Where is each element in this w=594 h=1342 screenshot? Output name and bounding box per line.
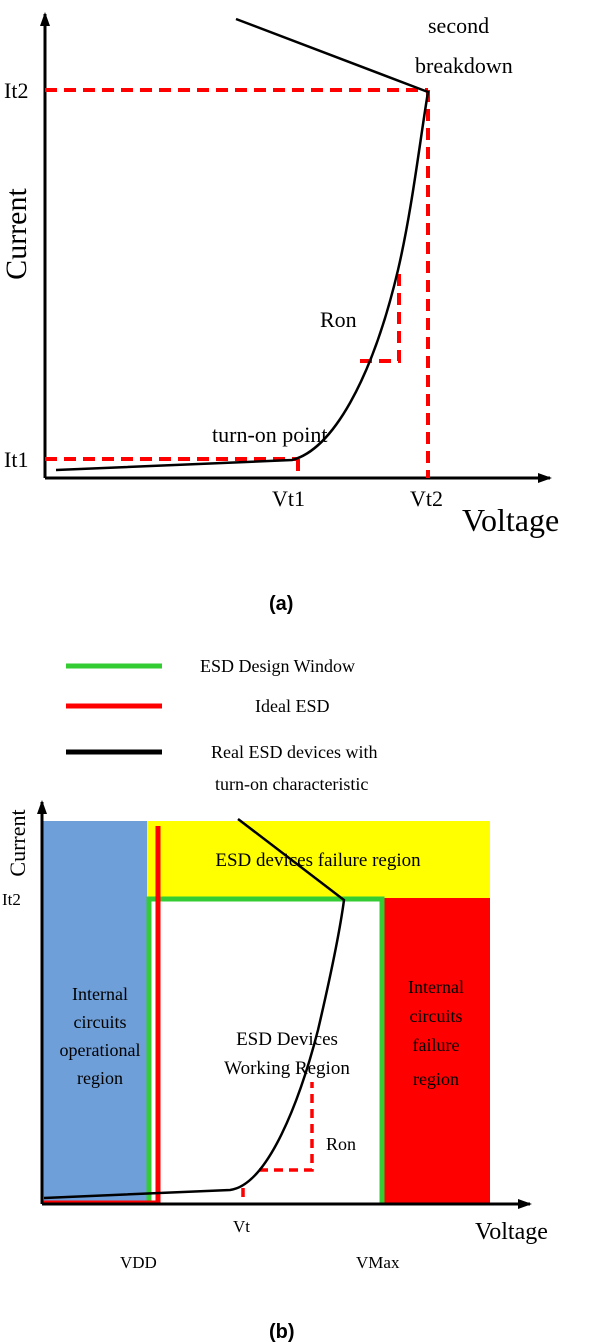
b-design-window: [146, 896, 385, 1204]
a-caption: (a): [269, 593, 293, 615]
b-working-region-label: ESD Devices Working Region: [224, 1029, 350, 1079]
b-guide-lines: [241, 1082, 314, 1204]
working-line-2: Working Region: [224, 1058, 350, 1079]
b-operational-region: [42, 821, 147, 1204]
a-breakdown-label-2: breakdown: [415, 53, 513, 78]
legend-label-real-esd: Real ESD devices with: [211, 742, 377, 762]
b-real-esd-curve: [43, 818, 346, 1200]
a-x-axis-label: Voltage: [462, 502, 559, 538]
operational-line-3: operational: [60, 1040, 141, 1060]
a-turnon-label: turn-on point: [212, 422, 328, 447]
a-guide-lines: [45, 88, 430, 478]
operational-line-4: region: [77, 1068, 123, 1088]
legend-label-design-window: ESD Design Window: [200, 656, 355, 676]
legend-label-ideal-esd: Ideal ESD: [255, 696, 329, 716]
b-vmax-label: VMax: [356, 1253, 400, 1272]
b-legend: ESD Design Window Ideal ESD Real ESD dev…: [66, 656, 377, 794]
b-vdd-label: VDD: [120, 1253, 157, 1272]
b-ron-label: Ron: [326, 1134, 356, 1154]
b-device-failure-label: ESD devices failure region: [215, 850, 421, 871]
operational-line-1: Internal: [72, 984, 128, 1004]
b-operational-label: Internal circuits operational region: [60, 984, 141, 1088]
operational-line-2: circuits: [74, 1012, 127, 1032]
a-vt1-label: Vt1: [272, 486, 305, 511]
b-y-axis-label: Current: [5, 809, 30, 876]
circuit-failure-line-1: Internal: [408, 977, 464, 997]
circuit-failure-line-2: circuits: [410, 1006, 463, 1026]
working-line-1: ESD Devices: [236, 1029, 338, 1050]
b-x-axis-label: Voltage: [475, 1219, 548, 1245]
legend-label-real-esd-2: turn-on characteristic: [215, 774, 368, 794]
a-breakdown-label: second: [428, 13, 489, 38]
a-iv-curve: [55, 17, 430, 472]
b-vt-label: Vt: [233, 1217, 250, 1236]
circuit-failure-line-4: region: [413, 1069, 459, 1089]
a-ron-label: Ron: [320, 307, 357, 332]
panel-a: Current Voltage It2 It1 Vt1 Vt2 second b…: [0, 12, 559, 615]
b-device-failure-region: [147, 821, 490, 898]
a-it1-label: It1: [4, 447, 28, 472]
b-circuit-failure-label: Internal circuits failure region: [408, 977, 464, 1089]
b-it2-label: It2: [2, 890, 21, 909]
circuit-failure-line-3: failure: [413, 1035, 460, 1055]
panel-b: ESD Design Window Ideal ESD Real ESD dev…: [2, 656, 548, 1342]
b-circuit-failure-region: [384, 898, 490, 1204]
a-it2-label: It2: [4, 78, 28, 103]
b-caption: (b): [269, 1321, 295, 1342]
a-y-axis-label: Current: [0, 188, 33, 280]
a-vt2-label: Vt2: [410, 486, 443, 511]
